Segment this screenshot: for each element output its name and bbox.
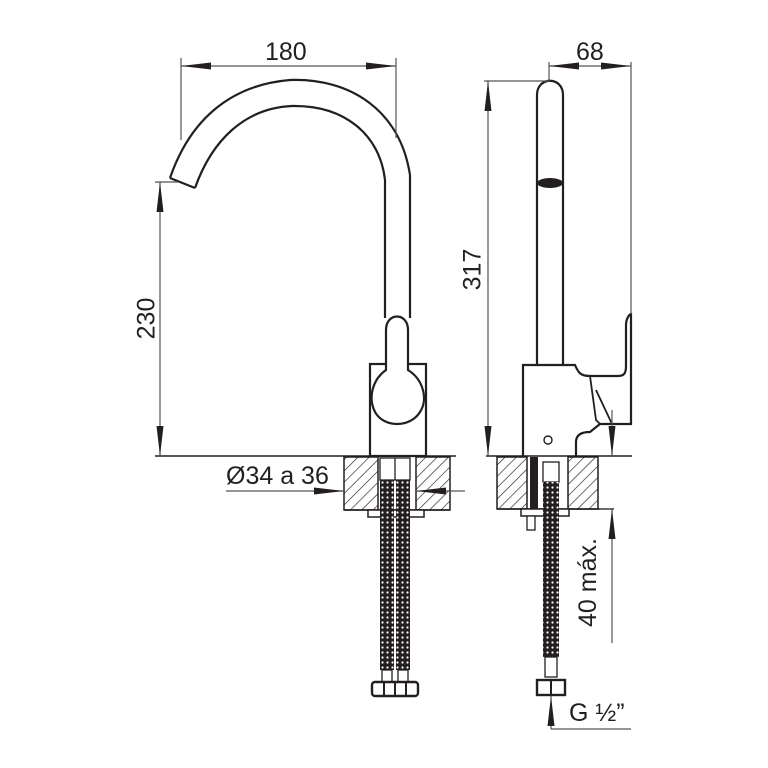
front-lever: [370, 315, 426, 426]
dim-total-height: 317: [458, 248, 487, 291]
side-view: [486, 79, 633, 697]
dim-spout-reach: 180: [265, 38, 307, 66]
dim-connection-thread: G ½”: [569, 699, 625, 727]
side-dimensions: [484, 62, 632, 730]
side-spout: [535, 79, 565, 365]
side-counter-left: [496, 456, 528, 510]
dim-depth: 68: [576, 38, 604, 66]
front-counter-right: [415, 456, 451, 511]
spout-inner: [193, 104, 387, 318]
front-dimensions: [155, 58, 465, 495]
side-lever: [589, 375, 613, 425]
front-hose-left: [380, 480, 394, 670]
side-body: [521, 312, 633, 456]
aerator: [537, 178, 563, 188]
dim-spout-height: 230: [132, 297, 161, 340]
front-counter-left: [343, 456, 379, 511]
spout-outer: [168, 78, 412, 318]
side-counter-right: [567, 456, 599, 510]
logo-icon: [543, 435, 553, 445]
dim-hole-diameter: Ø34 a 36: [226, 462, 329, 490]
side-hose: [543, 482, 559, 657]
front-view: [155, 78, 456, 698]
front-hose-right: [396, 480, 410, 670]
dim-max-deck-thickness: 40 máx.: [573, 538, 602, 627]
